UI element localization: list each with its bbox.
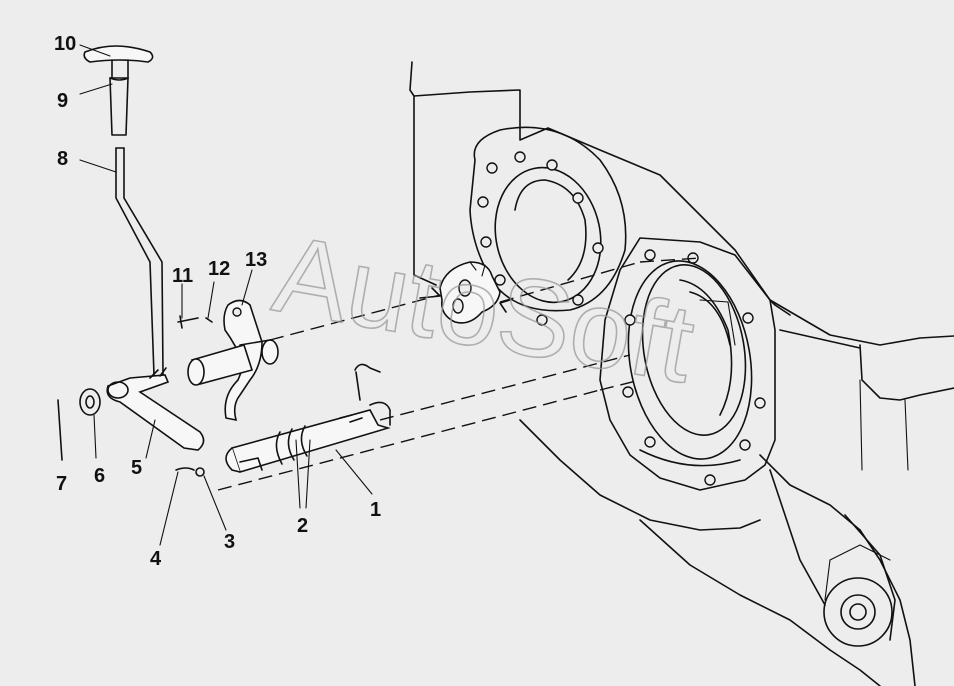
label-9: 9 [57,90,68,112]
leader-12 [207,281,215,319]
leader-13 [241,269,253,306]
label-8: 8 [57,148,68,170]
label-3: 3 [224,531,235,553]
leader-9 [79,83,113,95]
label-5: 5 [131,457,142,479]
label-2: 2 [297,515,308,537]
shift-lever [83,45,164,376]
label-6: 6 [94,465,105,487]
label-13: 13 [245,249,267,271]
leader-6 [93,414,97,459]
upper-flange [469,126,627,326]
label-10: 10 [54,33,76,55]
label-4: 4 [150,548,162,570]
label-12: 12 [208,258,230,280]
leader-4 [159,471,179,546]
housing [409,61,954,686]
assembly-lines [217,257,701,491]
leader-lines [79,44,373,546]
bolt-and-washer [177,315,213,329]
leader-3 [203,475,227,531]
leader-1 [335,449,373,495]
washer-and-pin [57,388,101,461]
small-pins [175,467,205,477]
leader-5 [145,419,156,459]
label-1: 1 [370,499,381,521]
cover-plate [599,237,776,491]
lever-arm [106,367,205,451]
callout-labels: 10 9 8 11 12 13 7 6 5 4 3 2 1 [54,33,381,570]
leader-8 [79,159,117,173]
detent-plate [439,261,501,324]
shift-rod [225,363,391,473]
label-7: 7 [56,473,67,495]
leader-2 [295,439,311,509]
label-11: 11 [172,265,193,287]
shift-fork [187,299,279,422]
leader-10 [79,44,111,57]
